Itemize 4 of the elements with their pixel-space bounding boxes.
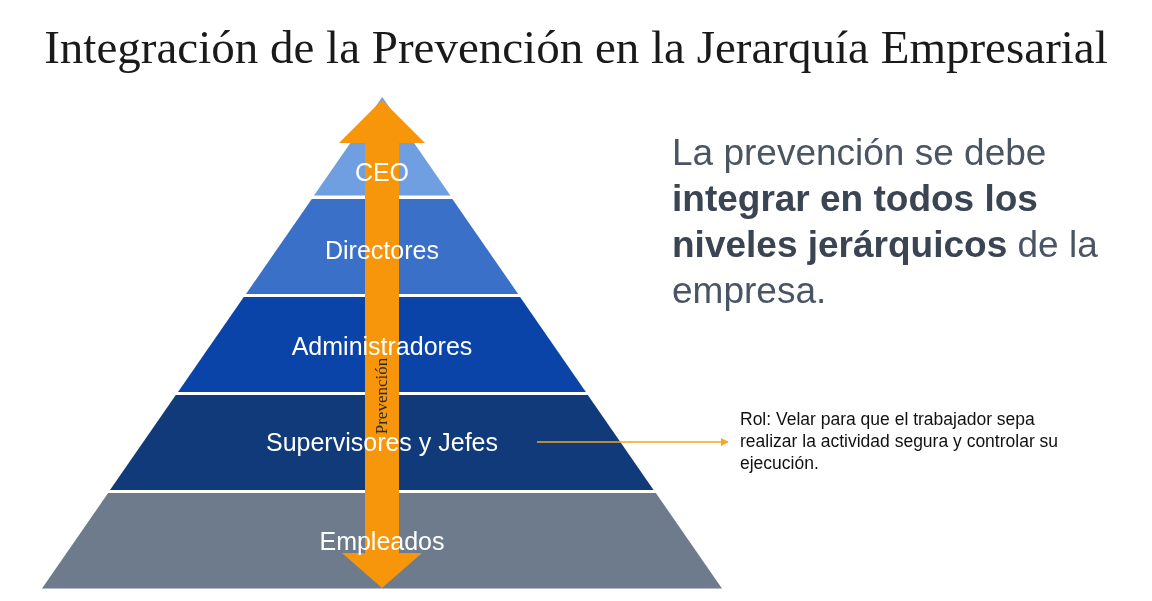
statement: La prevención se debe integrar en todos los niveles jerárquicos de la empresa. [672,131,1099,313]
title: Integración de la Prevención en la Jerarquía Empresarial [44,20,1108,74]
role-note: Rol: Velar para que el trabajador sepa realizar la actividad segura y controlar su ejecución. [740,408,1060,474]
arrow [536,438,729,446]
